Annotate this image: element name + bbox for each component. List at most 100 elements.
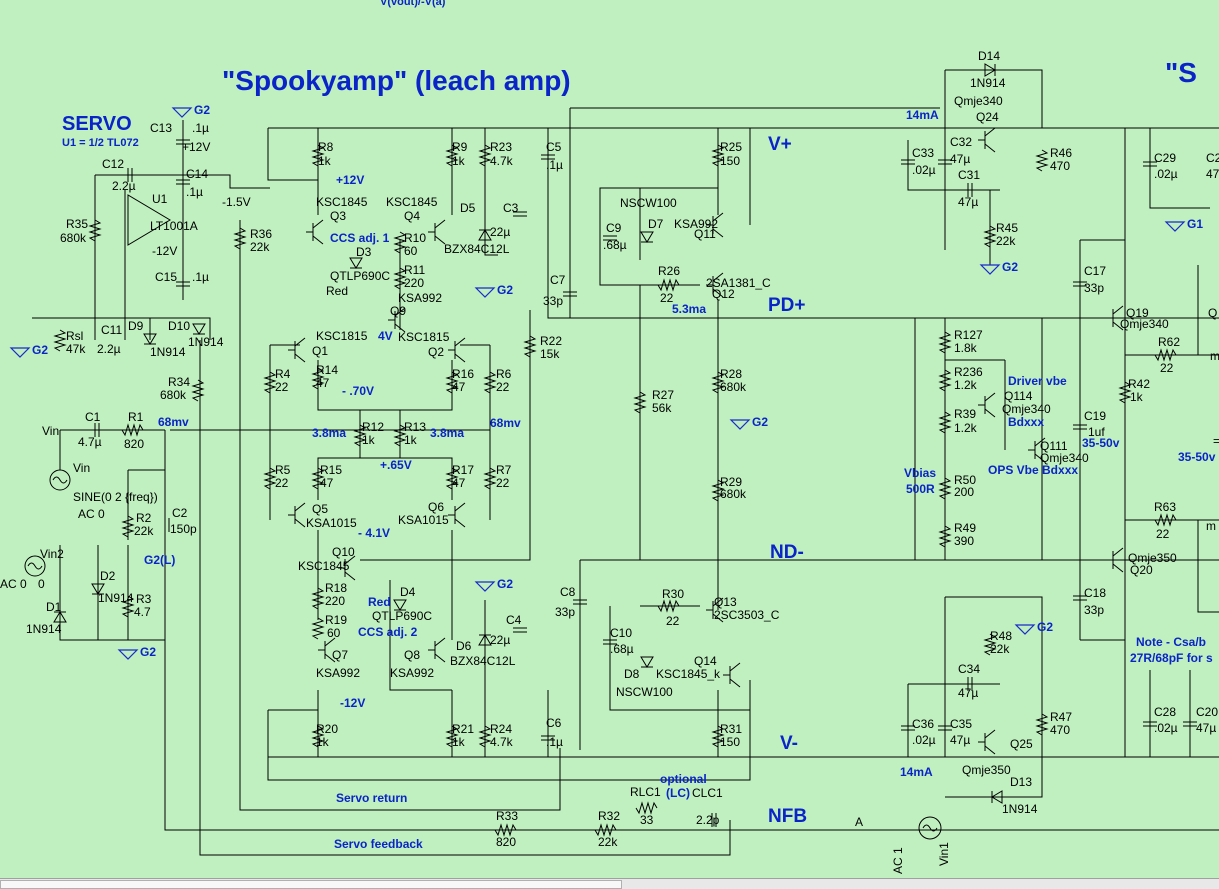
capacitor-symbol[interactable] [541, 735, 555, 741]
capacitor-symbol[interactable] [513, 627, 527, 633]
transistor-symbol[interactable] [306, 219, 324, 245]
capacitor-symbol[interactable] [176, 281, 190, 287]
diode-d13-symbol[interactable] [991, 790, 1003, 804]
resistor-symbol[interactable] [1118, 381, 1132, 404]
resistor-symbol[interactable] [483, 467, 497, 490]
zener-d5-symbol[interactable] [478, 229, 492, 241]
resistor-symbol[interactable] [657, 278, 680, 292]
capacitor-symbol[interactable] [127, 168, 133, 182]
capacitor-symbol[interactable] [176, 139, 190, 145]
resistor-symbol[interactable] [478, 725, 492, 748]
resistor-symbol[interactable] [311, 467, 325, 490]
capacitor-symbol[interactable] [1143, 721, 1157, 727]
capacitor-symbol[interactable] [967, 183, 973, 197]
resistor-symbol[interactable] [121, 515, 135, 538]
resistor-symbol[interactable] [1154, 513, 1177, 527]
resistor-symbol[interactable] [233, 227, 247, 250]
resistor-symbol[interactable] [311, 144, 325, 167]
led-d4-symbol[interactable] [393, 599, 407, 611]
capacitor-symbol[interactable] [938, 725, 952, 731]
capacitor-symbol[interactable] [573, 599, 587, 605]
led-d3-symbol[interactable] [349, 257, 363, 269]
horizontal-scrollbar[interactable] [0, 880, 622, 889]
resistor-symbol[interactable] [983, 633, 997, 656]
transistor-symbol[interactable] [706, 597, 724, 623]
resistor-symbol[interactable] [938, 477, 952, 500]
capacitor-symbol[interactable] [513, 211, 527, 217]
resistor-symbol[interactable] [445, 467, 459, 490]
transistor-symbol[interactable] [448, 337, 466, 363]
led-d8-symbol[interactable] [640, 656, 654, 668]
resistor-symbol[interactable] [393, 267, 407, 290]
resistor-symbol[interactable] [635, 801, 658, 815]
capacitor-symbol[interactable] [938, 159, 952, 165]
transistor-symbol[interactable] [706, 212, 724, 238]
resistor-symbol[interactable] [983, 225, 997, 248]
transistor-symbol[interactable] [978, 127, 996, 153]
transistor-symbol[interactable] [978, 729, 996, 755]
diode-d9-symbol[interactable] [143, 333, 157, 345]
voltage-source-vin1[interactable] [918, 816, 942, 840]
capacitor-symbol[interactable] [1183, 721, 1197, 727]
resistor-symbol[interactable] [523, 335, 537, 358]
resistor-symbol[interactable] [88, 219, 102, 242]
resistor-symbol[interactable] [657, 599, 680, 613]
diode-d10-symbol[interactable] [192, 323, 206, 335]
resistor-symbol[interactable] [711, 725, 725, 748]
resistor-symbol[interactable] [1154, 348, 1177, 362]
resistor-symbol[interactable] [311, 367, 325, 390]
resistor-symbol[interactable] [445, 371, 459, 394]
resistor-symbol[interactable] [494, 823, 517, 837]
transistor-symbol[interactable] [706, 272, 724, 298]
resistor-symbol[interactable] [311, 725, 325, 748]
resistor-symbol[interactable] [1035, 149, 1049, 172]
capacitor-symbol[interactable] [541, 154, 555, 160]
voltage-source-vin2[interactable] [24, 555, 46, 577]
resistor-symbol[interactable] [121, 423, 144, 437]
capacitor-symbol[interactable] [1073, 281, 1087, 287]
zener-d6-symbol[interactable] [478, 634, 492, 646]
resistor-symbol[interactable] [263, 467, 277, 490]
capacitor-symbol[interactable] [94, 423, 100, 437]
capacitor-symbol[interactable] [1073, 424, 1087, 430]
capacitor-symbol[interactable] [164, 518, 170, 532]
transistor-symbol[interactable] [723, 662, 741, 688]
resistor-symbol[interactable] [263, 371, 277, 394]
transistor-symbol[interactable] [448, 502, 466, 528]
capacitor-symbol[interactable] [563, 291, 577, 297]
resistor-symbol[interactable] [478, 144, 492, 167]
capacitor-symbol[interactable] [901, 159, 915, 165]
resistor-symbol[interactable] [311, 587, 325, 610]
transistor-symbol[interactable] [288, 502, 306, 528]
capacitor-symbol[interactable] [901, 725, 915, 731]
resistor-symbol[interactable] [711, 144, 725, 167]
resistor-symbol[interactable] [938, 369, 952, 392]
resistor-symbol[interactable] [938, 525, 952, 548]
transistor-symbol[interactable] [1106, 305, 1124, 331]
resistor-symbol[interactable] [594, 823, 617, 837]
transistor-symbol[interactable] [1028, 437, 1046, 463]
resistor-symbol[interactable] [445, 725, 459, 748]
resistor-symbol[interactable] [483, 371, 497, 394]
transistor-symbol[interactable] [428, 637, 446, 663]
capacitor-symbol[interactable] [1073, 595, 1087, 601]
capacitor-symbol[interactable] [176, 179, 190, 185]
resistor-symbol[interactable] [121, 595, 135, 618]
resistor-symbol[interactable] [711, 371, 725, 394]
diode-d14-symbol[interactable] [984, 63, 996, 77]
resistor-symbol[interactable] [711, 479, 725, 502]
resistor-symbol[interactable] [393, 424, 407, 447]
resistor-symbol[interactable] [1035, 713, 1049, 736]
transistor-symbol[interactable] [1106, 547, 1124, 573]
transistor-symbol[interactable] [338, 555, 356, 581]
capacitor-symbol[interactable] [967, 677, 973, 691]
diode-d2-symbol[interactable] [91, 583, 105, 595]
transistor-symbol[interactable] [318, 637, 336, 663]
capacitor-symbol[interactable] [1143, 161, 1157, 167]
transistor-symbol[interactable] [288, 337, 306, 363]
resistor-symbol[interactable] [53, 329, 67, 352]
resistor-symbol[interactable] [311, 617, 325, 640]
diode-d1-symbol[interactable] [53, 611, 67, 623]
resistor-symbol[interactable] [633, 391, 647, 414]
